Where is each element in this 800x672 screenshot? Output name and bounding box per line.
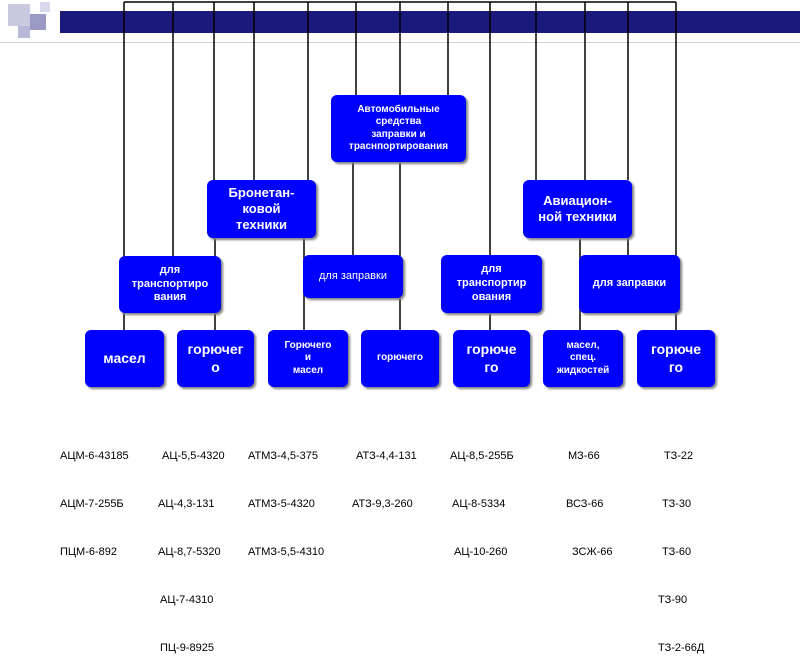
models-column-2: АЦ-5,5-4320 АЦ-4,3-131 АЦ-8,7-5320 АЦ-7-… <box>158 416 225 672</box>
model-label: ПЦМ-6-892 <box>60 546 118 558</box>
decor-square <box>40 2 50 12</box>
model-label: АЦ-8,7-5320 <box>158 546 221 558</box>
model-label: АТМЗ-5,5-4310 <box>248 546 325 558</box>
models-column-5: АЦ-8,5-255Б АЦ-8-5334 АЦ-10-260 <box>450 416 514 576</box>
models-column-4: АТЗ-4,4-131 АТЗ-9,3-260 <box>352 416 417 528</box>
model-label: АЦ-10-260 <box>454 546 508 558</box>
leaf-avia-fuel2: горюче го <box>637 330 715 387</box>
branch-armor: Бронетан- ковой техники <box>207 180 316 238</box>
purpose-avia-transport: для транспортир ования <box>441 255 542 313</box>
root-node: Автомобильные средства заправки и траснп… <box>331 95 466 162</box>
model-label: АЦ-7-4310 <box>160 594 214 606</box>
model-label: АТМЗ-5-4320 <box>248 498 315 510</box>
leaf-armor-fuel: горючег о <box>177 330 254 387</box>
model-label: ТЗ-60 <box>662 546 692 558</box>
model-label: АЦМ-6-43185 <box>60 450 129 462</box>
decor-square <box>8 4 30 26</box>
models-column-1: АЦМ-6-43185 АЦМ-7-255Б ПЦМ-6-892 <box>60 416 129 576</box>
models-column-7: ТЗ-22 ТЗ-30 ТЗ-60 ТЗ-90 ТЗ-2-66Д <box>658 416 704 672</box>
purpose-armor-refuel: для заправки <box>303 255 403 298</box>
leaf-avia-oil-liquids: масел, спец. жидкостей <box>543 330 623 387</box>
decor-square <box>30 14 46 30</box>
model-label: АТЗ-9,3-260 <box>352 498 413 510</box>
model-label: ТЗ-90 <box>658 594 688 606</box>
purpose-avia-refuel: для заправки <box>579 255 680 313</box>
model-label: ТЗ-22 <box>664 450 694 462</box>
model-label: ВСЗ-66 <box>566 498 604 510</box>
model-label: АЦ-5,5-4320 <box>162 450 225 462</box>
branch-aviation: Авиацион- ной техники <box>523 180 632 238</box>
model-label: АЦ-8-5334 <box>452 498 506 510</box>
leaf-avia-fuel: горюче го <box>453 330 530 387</box>
model-label: ТЗ-2-66Д <box>658 642 705 654</box>
models-column-3: АТМЗ-4,5-375 АТМЗ-5-4320 АТМЗ-5,5-4310 <box>248 416 324 576</box>
leaf-armor-oil: масел <box>85 330 164 387</box>
model-label: АЦМ-7-255Б <box>60 498 124 510</box>
leaf-armor-fuel-oil: Горючего и масел <box>268 330 348 387</box>
purpose-armor-transport: для транспортиро вания <box>119 256 221 313</box>
model-label: АТЗ-4,4-131 <box>356 450 417 462</box>
model-label: ТЗ-30 <box>662 498 692 510</box>
model-label: АЦ-8,5-255Б <box>450 450 514 462</box>
model-label: ЗСЖ-66 <box>572 546 613 558</box>
model-label: АЦ-4,3-131 <box>158 498 215 510</box>
model-label: МЗ-66 <box>568 450 600 462</box>
models-column-6: МЗ-66 ВСЗ-66 ЗСЖ-66 <box>566 416 613 576</box>
model-label: ПЦ-9-8925 <box>160 642 214 654</box>
model-label: АТМЗ-4,5-375 <box>248 450 318 462</box>
header-band <box>60 11 800 33</box>
leaf-armor-fuel2: горючего <box>361 330 439 387</box>
decor-square <box>18 26 30 38</box>
